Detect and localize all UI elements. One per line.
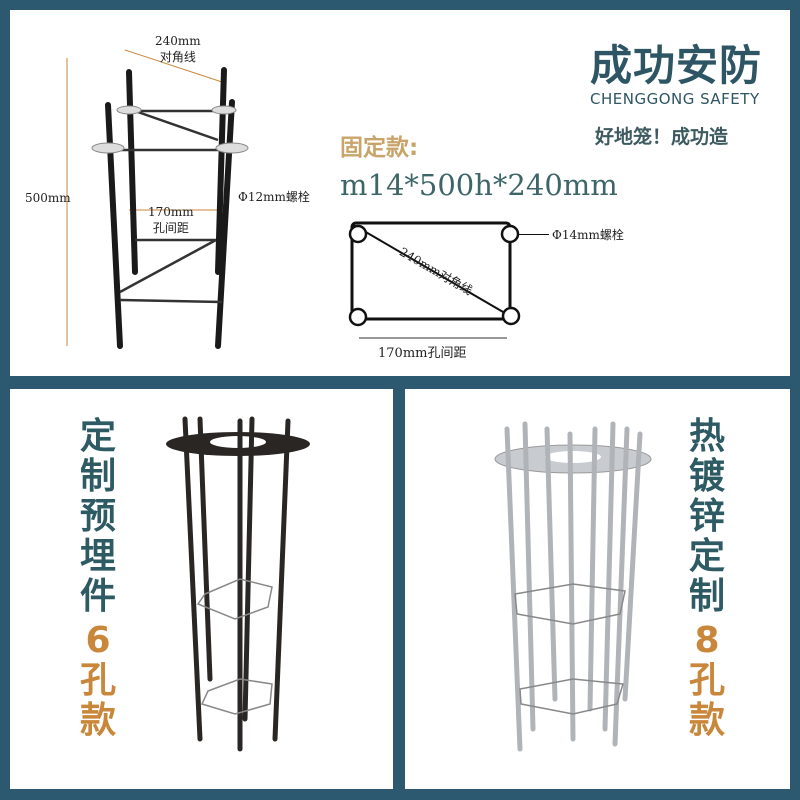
title-char: 预	[79, 496, 116, 537]
model-label: 固定款:	[340, 135, 419, 161]
diagonal-value: 240mm	[155, 34, 201, 48]
suffix-char: 款	[79, 700, 116, 741]
fixed-cage-photo	[66, 49, 249, 349]
title-char: 镀	[688, 456, 725, 497]
suffix-char: 款	[688, 700, 725, 741]
six-hole-title: 定 制 预 埋 件 6 孔 款	[76, 417, 120, 741]
eight-hole-title: 热 镀 锌 定 制 8 孔 款	[685, 417, 729, 741]
hole-count: 8	[694, 620, 720, 661]
spacing-value: 170mm	[148, 205, 194, 219]
model-spec: m14*500h*240mm	[340, 168, 618, 202]
suffix-char: 孔	[688, 660, 725, 701]
eight-hole-panel: 热 镀 锌 定 制 8 孔 款	[405, 389, 790, 789]
brand-logo: 成功安防	[590, 41, 763, 90]
title-char: 定	[688, 536, 725, 577]
diagonal-label: 240mm 对角线	[155, 34, 201, 65]
title-char: 埋	[79, 536, 116, 577]
fixed-model-panel: 500mm 240mm 对角线 Φ12mm螺栓 170mm 孔间距 成功安防 CHE…	[10, 10, 790, 376]
diagonal-text: 对角线	[159, 50, 196, 64]
brand-name-en: CHENGGONG SAFETY	[590, 90, 760, 108]
diagram-spacing-label: 170mm孔间距	[378, 346, 467, 361]
six-hole-cage-photo	[166, 416, 310, 752]
height-label: 500mm	[25, 191, 71, 205]
bolt-leader-line	[519, 234, 549, 235]
spacing-text: 孔间距	[152, 221, 189, 235]
title-char: 锌	[688, 496, 725, 537]
title-char: 定	[79, 416, 116, 457]
spacing-label: 170mm 孔间距	[148, 205, 194, 236]
eight-hole-galvanized-cage-photo	[494, 421, 652, 752]
diagram-bolt-label: Φ14mm螺栓	[552, 228, 624, 242]
title-char: 件	[79, 576, 116, 617]
hole-count: 6	[85, 620, 111, 661]
bolt-layout-diagram	[348, 221, 521, 339]
title-char: 制	[79, 456, 116, 497]
bolt-label: Φ12mm螺栓	[238, 190, 310, 204]
suffix-char: 孔	[79, 660, 116, 701]
brand-slogan: 好地笼！成功造	[595, 126, 729, 148]
title-char: 制	[688, 576, 725, 617]
six-hole-panel: 定 制 预 埋 件 6 孔 款	[10, 389, 393, 789]
title-char: 热	[688, 416, 725, 457]
